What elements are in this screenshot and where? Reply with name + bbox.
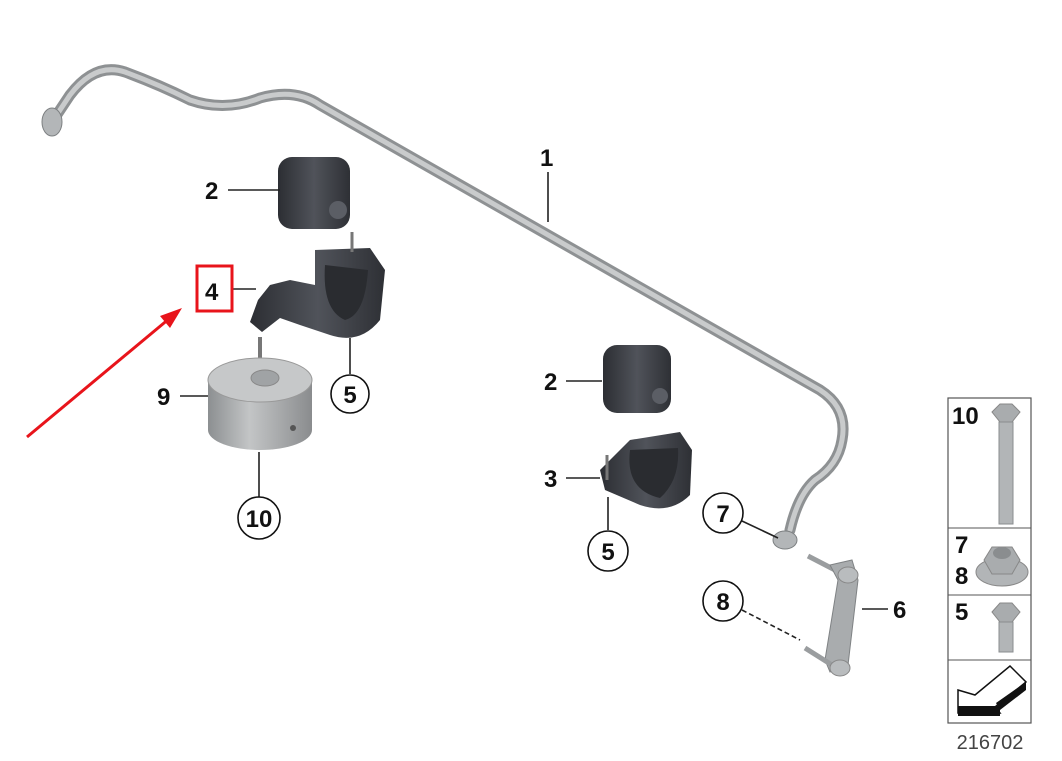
callout-6: 6 bbox=[893, 597, 906, 624]
highlight-box bbox=[195, 264, 234, 313]
diagram-number: 216702 bbox=[957, 732, 1024, 754]
rubber-bushing-left bbox=[278, 157, 350, 229]
bolt-long-icon bbox=[991, 403, 1021, 525]
bolt-short-icon bbox=[991, 602, 1021, 653]
callout-8: 8 bbox=[716, 589, 729, 616]
callout-7: 7 bbox=[716, 501, 729, 528]
rubber-bushing-right bbox=[603, 345, 671, 413]
red-pointer-arrow bbox=[26, 308, 182, 439]
flange-nut-icon bbox=[975, 546, 1029, 587]
bracket-right bbox=[600, 432, 692, 509]
callout-2-left: 2 bbox=[205, 178, 218, 205]
callout-circle bbox=[702, 580, 744, 622]
hardware-legend: 10 7 8 5 bbox=[947, 397, 1032, 724]
callout-circle bbox=[237, 496, 281, 540]
callout-5-right: 5 bbox=[601, 539, 614, 566]
stabilizer-link bbox=[803, 553, 859, 677]
callout-9: 9 bbox=[157, 384, 170, 411]
callout-5-left: 5 bbox=[343, 382, 356, 409]
callout-3: 3 bbox=[544, 466, 557, 493]
callout-circle bbox=[702, 492, 744, 534]
legend-label-8: 8 bbox=[955, 563, 968, 590]
arrow-symbol-icon bbox=[957, 664, 1028, 716]
leader-lines bbox=[180, 172, 888, 641]
callout-circle bbox=[587, 530, 629, 572]
legend-label-7: 7 bbox=[955, 532, 968, 559]
stabilizer-bar bbox=[41, 64, 849, 550]
vibration-damper bbox=[207, 337, 313, 450]
legend-label-10: 10 bbox=[952, 403, 979, 430]
callout-1: 1 bbox=[540, 145, 553, 172]
callout-4: 4 bbox=[205, 279, 219, 306]
callout-2-right: 2 bbox=[544, 369, 557, 396]
bracket-left bbox=[250, 232, 385, 338]
callout-circle bbox=[330, 374, 370, 414]
callout-10: 10 bbox=[246, 506, 273, 533]
legend-label-5: 5 bbox=[955, 599, 968, 626]
